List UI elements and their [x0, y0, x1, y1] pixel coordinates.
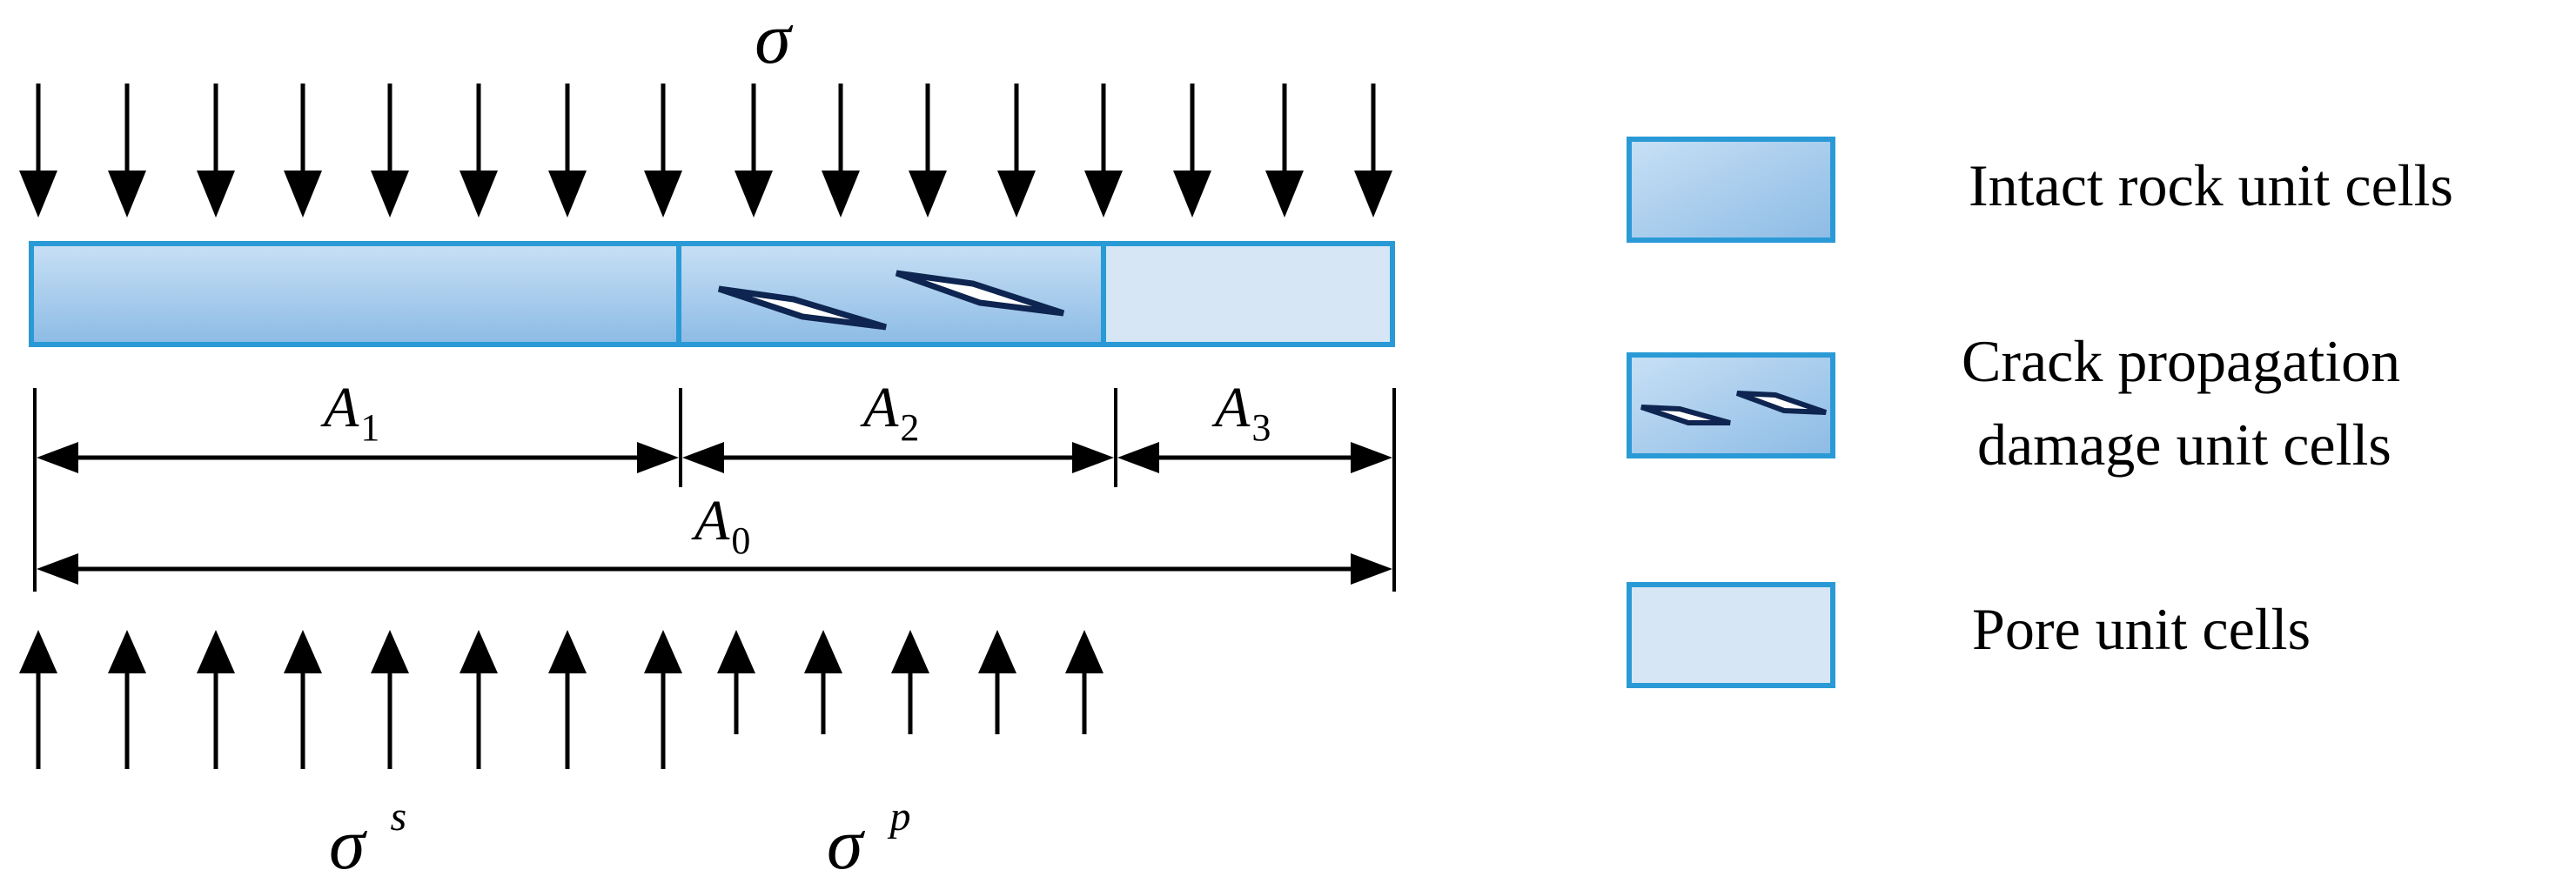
- down-arrow-icon: [735, 84, 773, 217]
- crack-icon: [1640, 405, 1731, 425]
- up-arrow-icon: [460, 630, 498, 769]
- crack-icon: [717, 285, 888, 331]
- up-arrow-icon: [804, 630, 842, 734]
- area-a0-label: A0: [691, 489, 750, 562]
- up-arrow-icon: [284, 630, 322, 769]
- down-arrow-icon: [548, 84, 587, 217]
- down-arrow-icon: [1084, 84, 1123, 217]
- legend: Intact rock unit cells Crack propagation…: [1627, 137, 2453, 688]
- down-arrow-icon: [997, 84, 1036, 217]
- legend-intact-label: Intact rock unit cells: [1969, 152, 2453, 218]
- area-a1-label: A1: [320, 376, 379, 449]
- down-arrow-icon: [1173, 84, 1211, 217]
- down-arrow-icon: [909, 84, 947, 217]
- crack-icon: [895, 270, 1065, 317]
- legend-pore-label: Pore unit cells: [1972, 596, 2311, 662]
- pore-stress-base: σ: [827, 804, 866, 885]
- up-arrow-icon: [371, 630, 409, 769]
- dimension-lines: [33, 388, 1396, 592]
- intact-rock-region: [29, 241, 681, 347]
- legend-crack-swatch: [1627, 352, 1835, 458]
- up-arrow-icon: [197, 630, 235, 769]
- down-arrow-icon: [1354, 84, 1392, 217]
- dimension-a0-arrow: [37, 553, 1392, 585]
- reaction-stress-arrows: [19, 630, 1104, 769]
- up-arrow-icon: [644, 630, 682, 769]
- solid-stress-superscript: s: [390, 793, 406, 840]
- pore-region: [1101, 241, 1395, 347]
- legend-pore-swatch: [1627, 582, 1835, 688]
- area-a2-label: A2: [860, 376, 919, 449]
- dimension-a3-arrow: [1117, 442, 1392, 473]
- up-arrow-icon: [717, 630, 755, 734]
- dimension-a2-arrow: [682, 442, 1114, 473]
- down-arrow-icon: [197, 84, 235, 217]
- down-arrow-icon: [460, 84, 498, 217]
- dimension-arrow-set: [37, 442, 1392, 585]
- area-a3-label: A3: [1211, 376, 1271, 449]
- legend-crack-label-line2: damage unit cells: [1977, 412, 2392, 478]
- pore-stress-superscript: p: [887, 793, 910, 840]
- down-arrow-icon: [822, 84, 860, 217]
- down-arrow-icon: [19, 84, 57, 217]
- down-arrow-icon: [371, 84, 409, 217]
- legend-crack-label-line1: Crack propagation: [1962, 328, 2400, 394]
- dimension-a1-arrow: [37, 442, 679, 473]
- solid-stress-base: σ: [329, 804, 368, 885]
- up-arrow-icon: [19, 630, 57, 769]
- down-arrow-icon: [1265, 84, 1304, 217]
- crack-icon: [1735, 391, 1827, 415]
- down-arrow-icon: [284, 84, 322, 217]
- up-arrow-icon: [108, 630, 146, 769]
- solid-stress-label: σ s: [329, 793, 406, 885]
- up-arrow-icon: [1065, 630, 1104, 734]
- up-arrow-icon: [548, 630, 587, 769]
- applied-stress-label: σ: [755, 0, 794, 79]
- unit-cell-strip: [29, 241, 1395, 347]
- applied-stress-arrows: [19, 84, 1392, 217]
- up-arrow-icon: [891, 630, 929, 734]
- down-arrow-icon: [644, 84, 682, 217]
- down-arrow-icon: [108, 84, 146, 217]
- legend-intact-swatch: [1627, 137, 1835, 243]
- pore-stress-label: σ p: [827, 793, 910, 885]
- up-arrow-icon: [978, 630, 1016, 734]
